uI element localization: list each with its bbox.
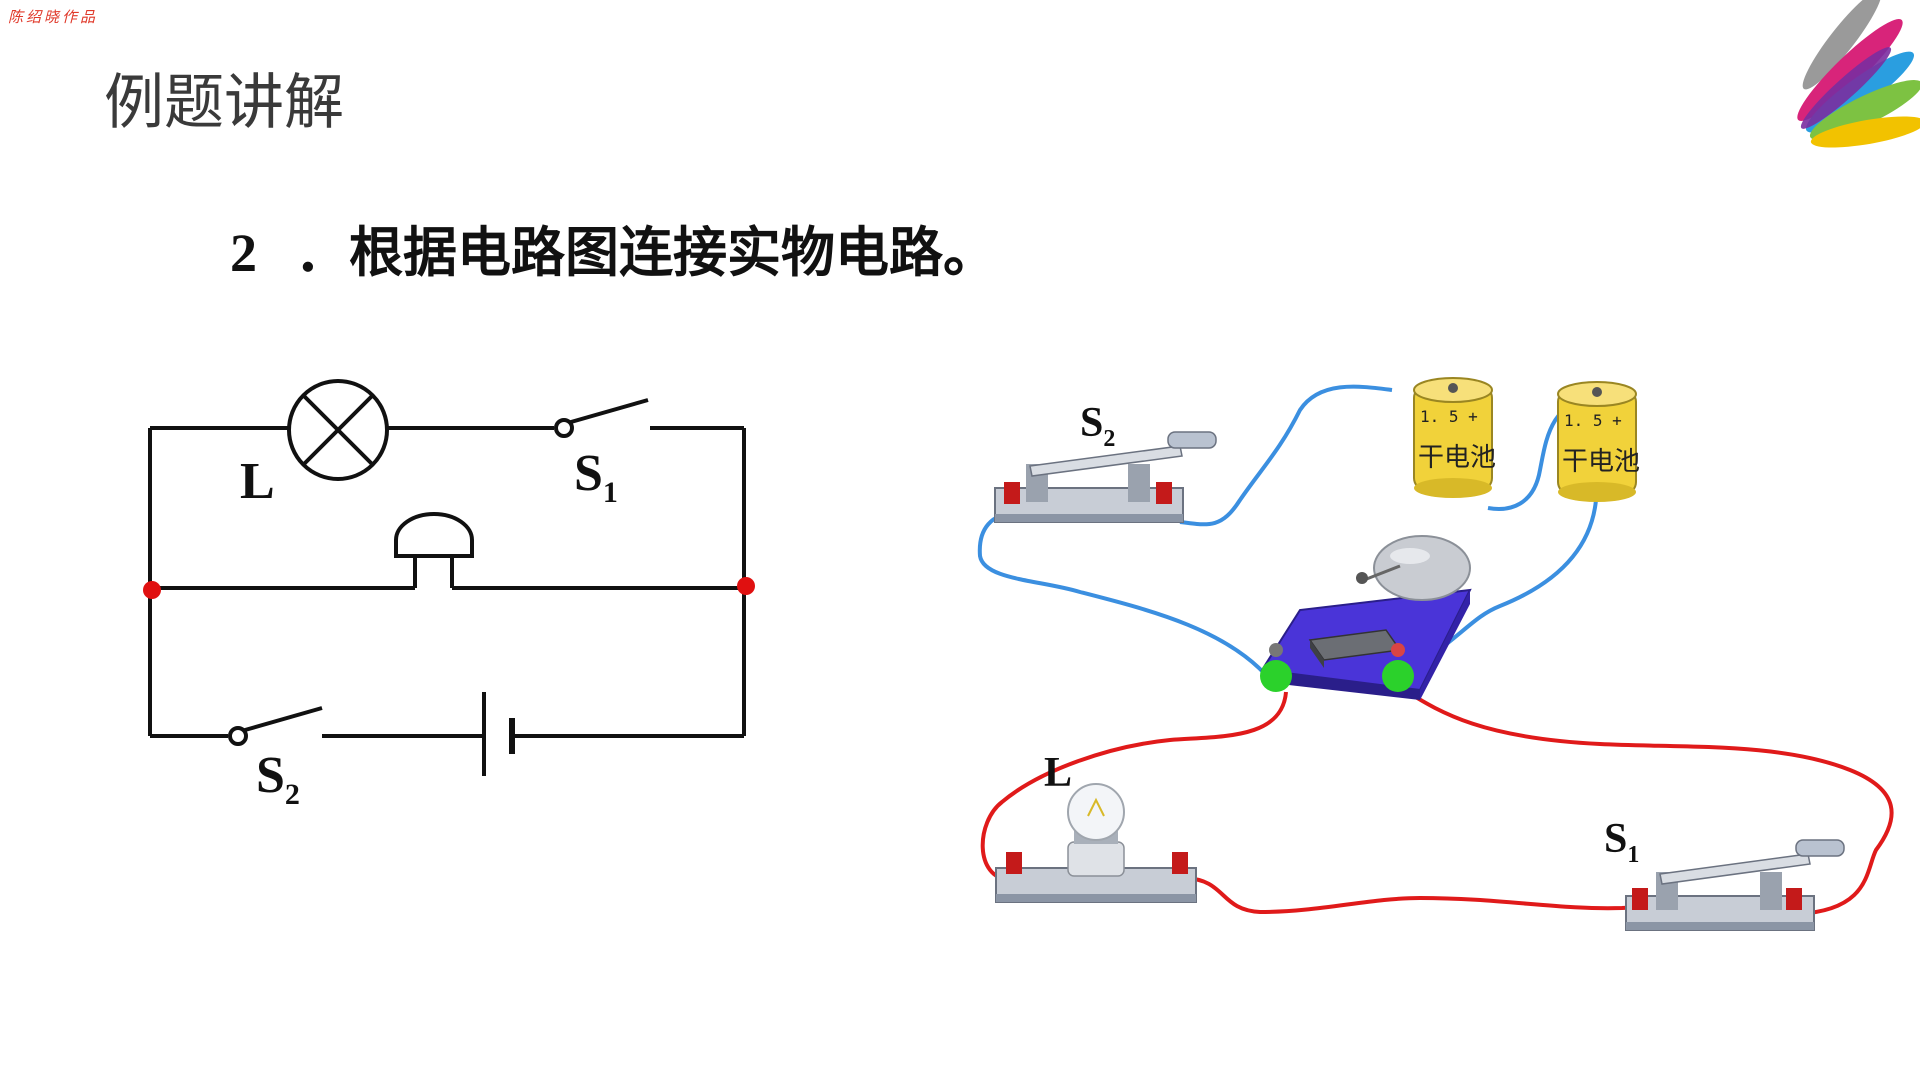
red-wires xyxy=(980,688,1894,916)
physical-switch-s2 xyxy=(994,431,1217,523)
battery-2-voltage: 1. 5 + xyxy=(1564,411,1622,430)
junction-right xyxy=(737,577,755,595)
bell-symbol xyxy=(394,512,474,588)
question-body: ．根据电路图连接实物电路。 xyxy=(295,221,997,284)
bell-terminal-left xyxy=(1260,660,1292,692)
battery-1-label: 干电池 xyxy=(1418,443,1496,473)
battery-symbol xyxy=(482,692,515,776)
physical-s1-label: S1 xyxy=(1604,816,1639,868)
slide-title: 例题讲解 xyxy=(104,68,344,138)
battery-2-label: 干电池 xyxy=(1562,447,1640,477)
physical-bell xyxy=(1260,535,1472,700)
physical-lamp-label: L xyxy=(1044,750,1072,796)
question-text: 2 ．根据电路图连接实物电路。 xyxy=(230,208,997,287)
physical-s2-label: S2 xyxy=(1080,400,1115,452)
brand-logo-icon xyxy=(1797,0,1920,148)
physical-lamp xyxy=(995,783,1197,903)
bell-terminal-right xyxy=(1382,660,1414,692)
author-watermark: 陈绍晓作品 xyxy=(8,8,99,26)
schematic-s2-label: S2 xyxy=(256,747,300,811)
schematic-s1-label: S1 xyxy=(574,445,618,509)
battery-1: 1. 5 + 干电池 xyxy=(1413,377,1496,498)
schematic-lamp-label: L xyxy=(240,453,275,510)
switch-s2-symbol xyxy=(228,706,323,746)
battery-1-voltage: 1. 5 + xyxy=(1420,407,1478,426)
switch-s1-symbol xyxy=(554,398,649,438)
battery-2: 1. 5 + 干电池 xyxy=(1557,381,1640,502)
question-number: 2 xyxy=(230,223,257,283)
junction-left xyxy=(143,581,161,599)
lamp-symbol xyxy=(287,379,389,481)
physical-switch-s1 xyxy=(1625,839,1845,931)
